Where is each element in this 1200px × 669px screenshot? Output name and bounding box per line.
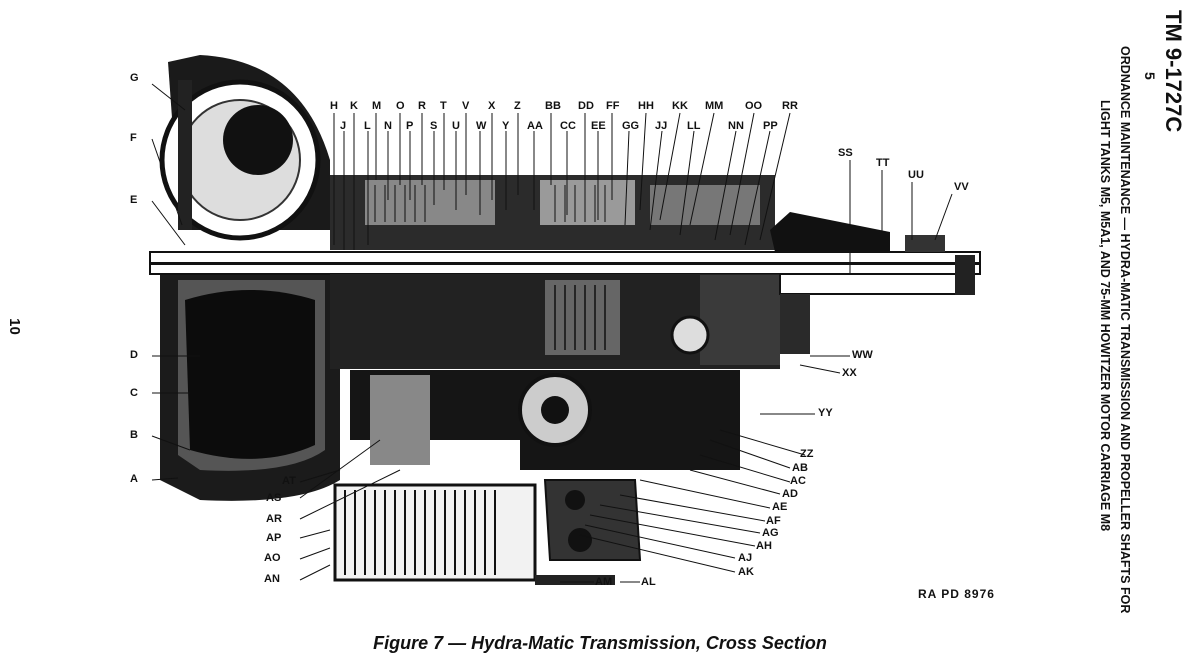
part-label-pp: PP: [763, 120, 778, 132]
part-label-af: AF: [766, 515, 781, 527]
part-label-zz: ZZ: [800, 448, 814, 460]
part-label-y: Y: [502, 120, 510, 132]
part-label-ll: LL: [687, 120, 701, 132]
figure-caption: Figure 7 — Hydra-Matic Transmission, Cro…: [373, 633, 827, 653]
part-label-aa: AA: [527, 120, 543, 132]
part-label-al: AL: [641, 576, 656, 588]
tm-number: TM 9-1727C: [1161, 10, 1186, 133]
part-label-ee: EE: [591, 120, 606, 132]
part-label-k: K: [350, 100, 358, 112]
part-label-ac: AC: [790, 475, 806, 487]
part-label-z: Z: [514, 100, 521, 112]
header-line-1: ORDNANCE MAINTENANCE — HYDRA-MATIC TRANS…: [1118, 46, 1132, 614]
part-label-ak: AK: [738, 566, 754, 578]
page-side-number: 10: [5, 318, 23, 335]
part-label-mm: MM: [705, 100, 724, 112]
part-label-b: B: [130, 429, 138, 441]
part-label-c: C: [130, 387, 138, 399]
header-line-2: LIGHT TANKS M5, M5A1, AND 75-MM HOWITZER…: [1098, 100, 1112, 532]
part-label-uu: UU: [908, 169, 924, 181]
part-label-u: U: [452, 120, 460, 132]
part-label-l: L: [364, 120, 371, 132]
part-label-jj: JJ: [655, 120, 668, 132]
part-label-x: X: [488, 100, 496, 112]
part-label-ap: AP: [266, 532, 282, 544]
part-label-vv: VV: [954, 181, 969, 193]
part-label-kk: KK: [672, 100, 688, 112]
part-label-ag: AG: [762, 527, 779, 539]
part-label-w: W: [476, 120, 487, 132]
part-label-ww: WW: [852, 349, 873, 361]
part-label-yy: YY: [818, 407, 833, 419]
part-label-ff: FF: [606, 100, 620, 112]
part-label-ao: AO: [264, 552, 281, 564]
part-label-at: AT: [282, 475, 296, 487]
part-label-am: AM: [595, 576, 613, 588]
part-label-m: M: [372, 100, 382, 112]
part-label-p: P: [406, 120, 414, 132]
part-label-ss: SS: [838, 147, 853, 159]
part-label-r: R: [418, 100, 426, 112]
part-label-aj: AJ: [738, 552, 753, 564]
reference-code: RA PD 8976: [918, 587, 995, 601]
part-label-as: AS: [266, 492, 282, 504]
part-label-o: O: [396, 100, 405, 112]
running-header: TM 9-1727C 5 ORDNANCE MAINTENANCE — HYDR…: [1098, 10, 1198, 630]
part-label-bb: BB: [545, 100, 561, 112]
part-label-oo: OO: [745, 100, 763, 112]
part-label-gg: GG: [622, 120, 640, 132]
part-label-e: E: [130, 194, 138, 206]
part-label-d: D: [130, 349, 138, 361]
part-label-an: AN: [264, 573, 280, 585]
part-label-ar: AR: [266, 513, 282, 525]
part-label-h: H: [330, 100, 338, 112]
part-label-dd: DD: [578, 100, 594, 112]
part-label-tt: TT: [876, 157, 890, 169]
header-page-number: 5: [1142, 72, 1158, 80]
part-label-xx: XX: [842, 367, 857, 379]
part-label-nn: NN: [728, 120, 744, 132]
part-label-cc: CC: [560, 120, 576, 132]
part-label-rr: RR: [782, 100, 798, 112]
part-label-ad: AD: [782, 488, 798, 500]
part-label-s: S: [430, 120, 438, 132]
part-label-ae: AE: [772, 501, 788, 513]
part-label-a: A: [130, 473, 138, 485]
part-label-j: J: [340, 120, 347, 132]
part-label-v: V: [462, 100, 470, 112]
part-label-n: N: [384, 120, 392, 132]
part-label-t: T: [440, 100, 447, 112]
part-label-g: G: [130, 72, 139, 84]
part-label-ah: AH: [756, 540, 772, 552]
part-label-hh: HH: [638, 100, 654, 112]
part-label-f: F: [130, 132, 137, 144]
part-label-ab: AB: [792, 462, 808, 474]
